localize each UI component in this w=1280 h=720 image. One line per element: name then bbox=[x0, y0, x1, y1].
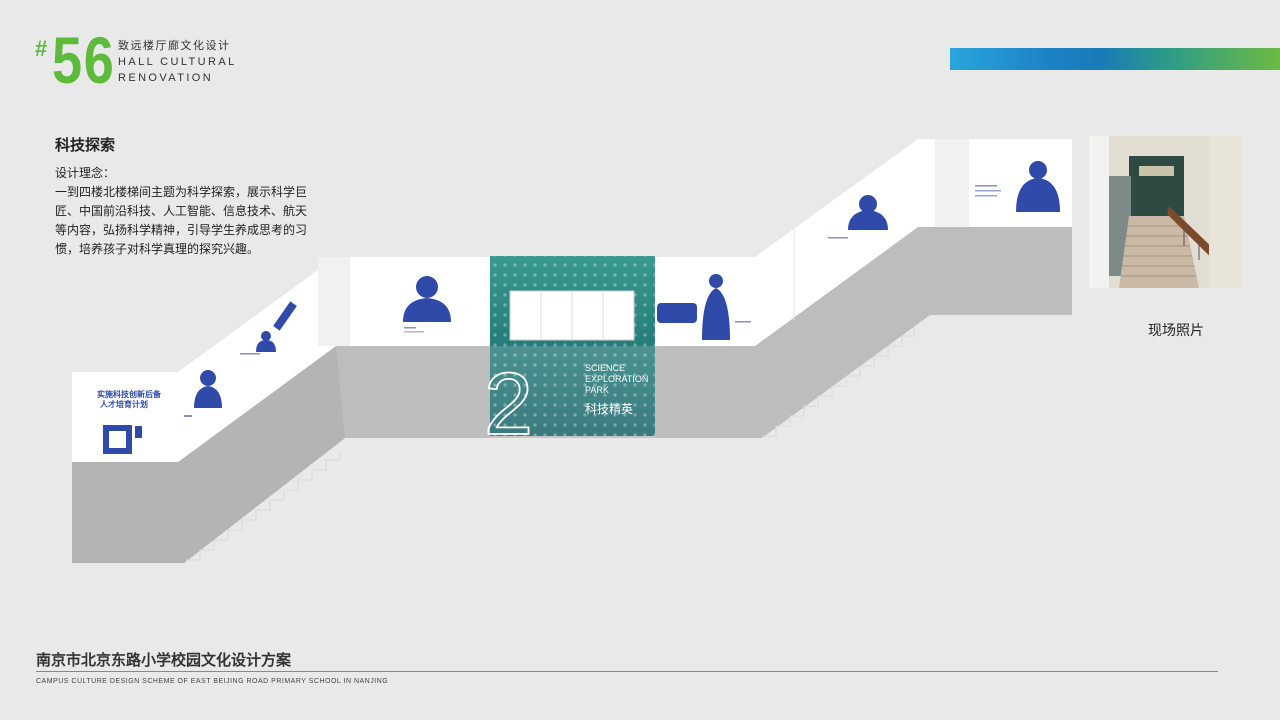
portrait-darwin bbox=[975, 161, 1060, 212]
footer-title-en: CAMPUS CULTURE DESIGN SCHEME OF EAST BEI… bbox=[36, 678, 389, 685]
header-title-cn: 致远楼厅廊文化设计 bbox=[118, 40, 231, 52]
section-title: 科技探索 bbox=[55, 137, 116, 154]
header-title-en: HALL CULTURAL RENOVATION bbox=[118, 56, 237, 84]
header-hash: # bbox=[35, 36, 48, 61]
feature-en-line2: EXPLORATION bbox=[585, 374, 648, 384]
header-gradient-bar bbox=[950, 48, 1280, 70]
portrait-telescope bbox=[240, 301, 297, 355]
footer-title-cn: 南京市北京东路小学校园文化设计方案 bbox=[36, 652, 292, 669]
feature-en-line1: SCIENCE bbox=[585, 363, 625, 373]
site-photo bbox=[1089, 136, 1242, 288]
feature-panel bbox=[490, 256, 655, 436]
concept-body: 一到四楼北楼梯间主题为科学探索，展示科学巨匠、中国前沿科技、人工智能、信息技术、… bbox=[55, 185, 308, 256]
school-logo-icon bbox=[103, 425, 142, 454]
feature-number: 2 bbox=[484, 354, 533, 453]
stair-steps bbox=[186, 328, 915, 561]
photo-caption: 现场照片 bbox=[1148, 322, 1204, 338]
portrait-newton bbox=[184, 370, 222, 417]
left-panel-line1: 实施科技创新后备 bbox=[97, 389, 162, 399]
project-number: 56 bbox=[52, 23, 116, 97]
footer-divider bbox=[36, 671, 1218, 672]
portrait-edison bbox=[657, 274, 751, 340]
feature-cn: 科技精英 bbox=[585, 402, 633, 416]
feature-en-line3: PARK bbox=[585, 385, 609, 395]
portrait-einstein bbox=[403, 276, 451, 333]
portrait-faraday bbox=[828, 195, 888, 239]
concept-label: 设计理念： bbox=[55, 166, 116, 180]
left-panel-line2: 人才培育计划 bbox=[100, 399, 148, 409]
